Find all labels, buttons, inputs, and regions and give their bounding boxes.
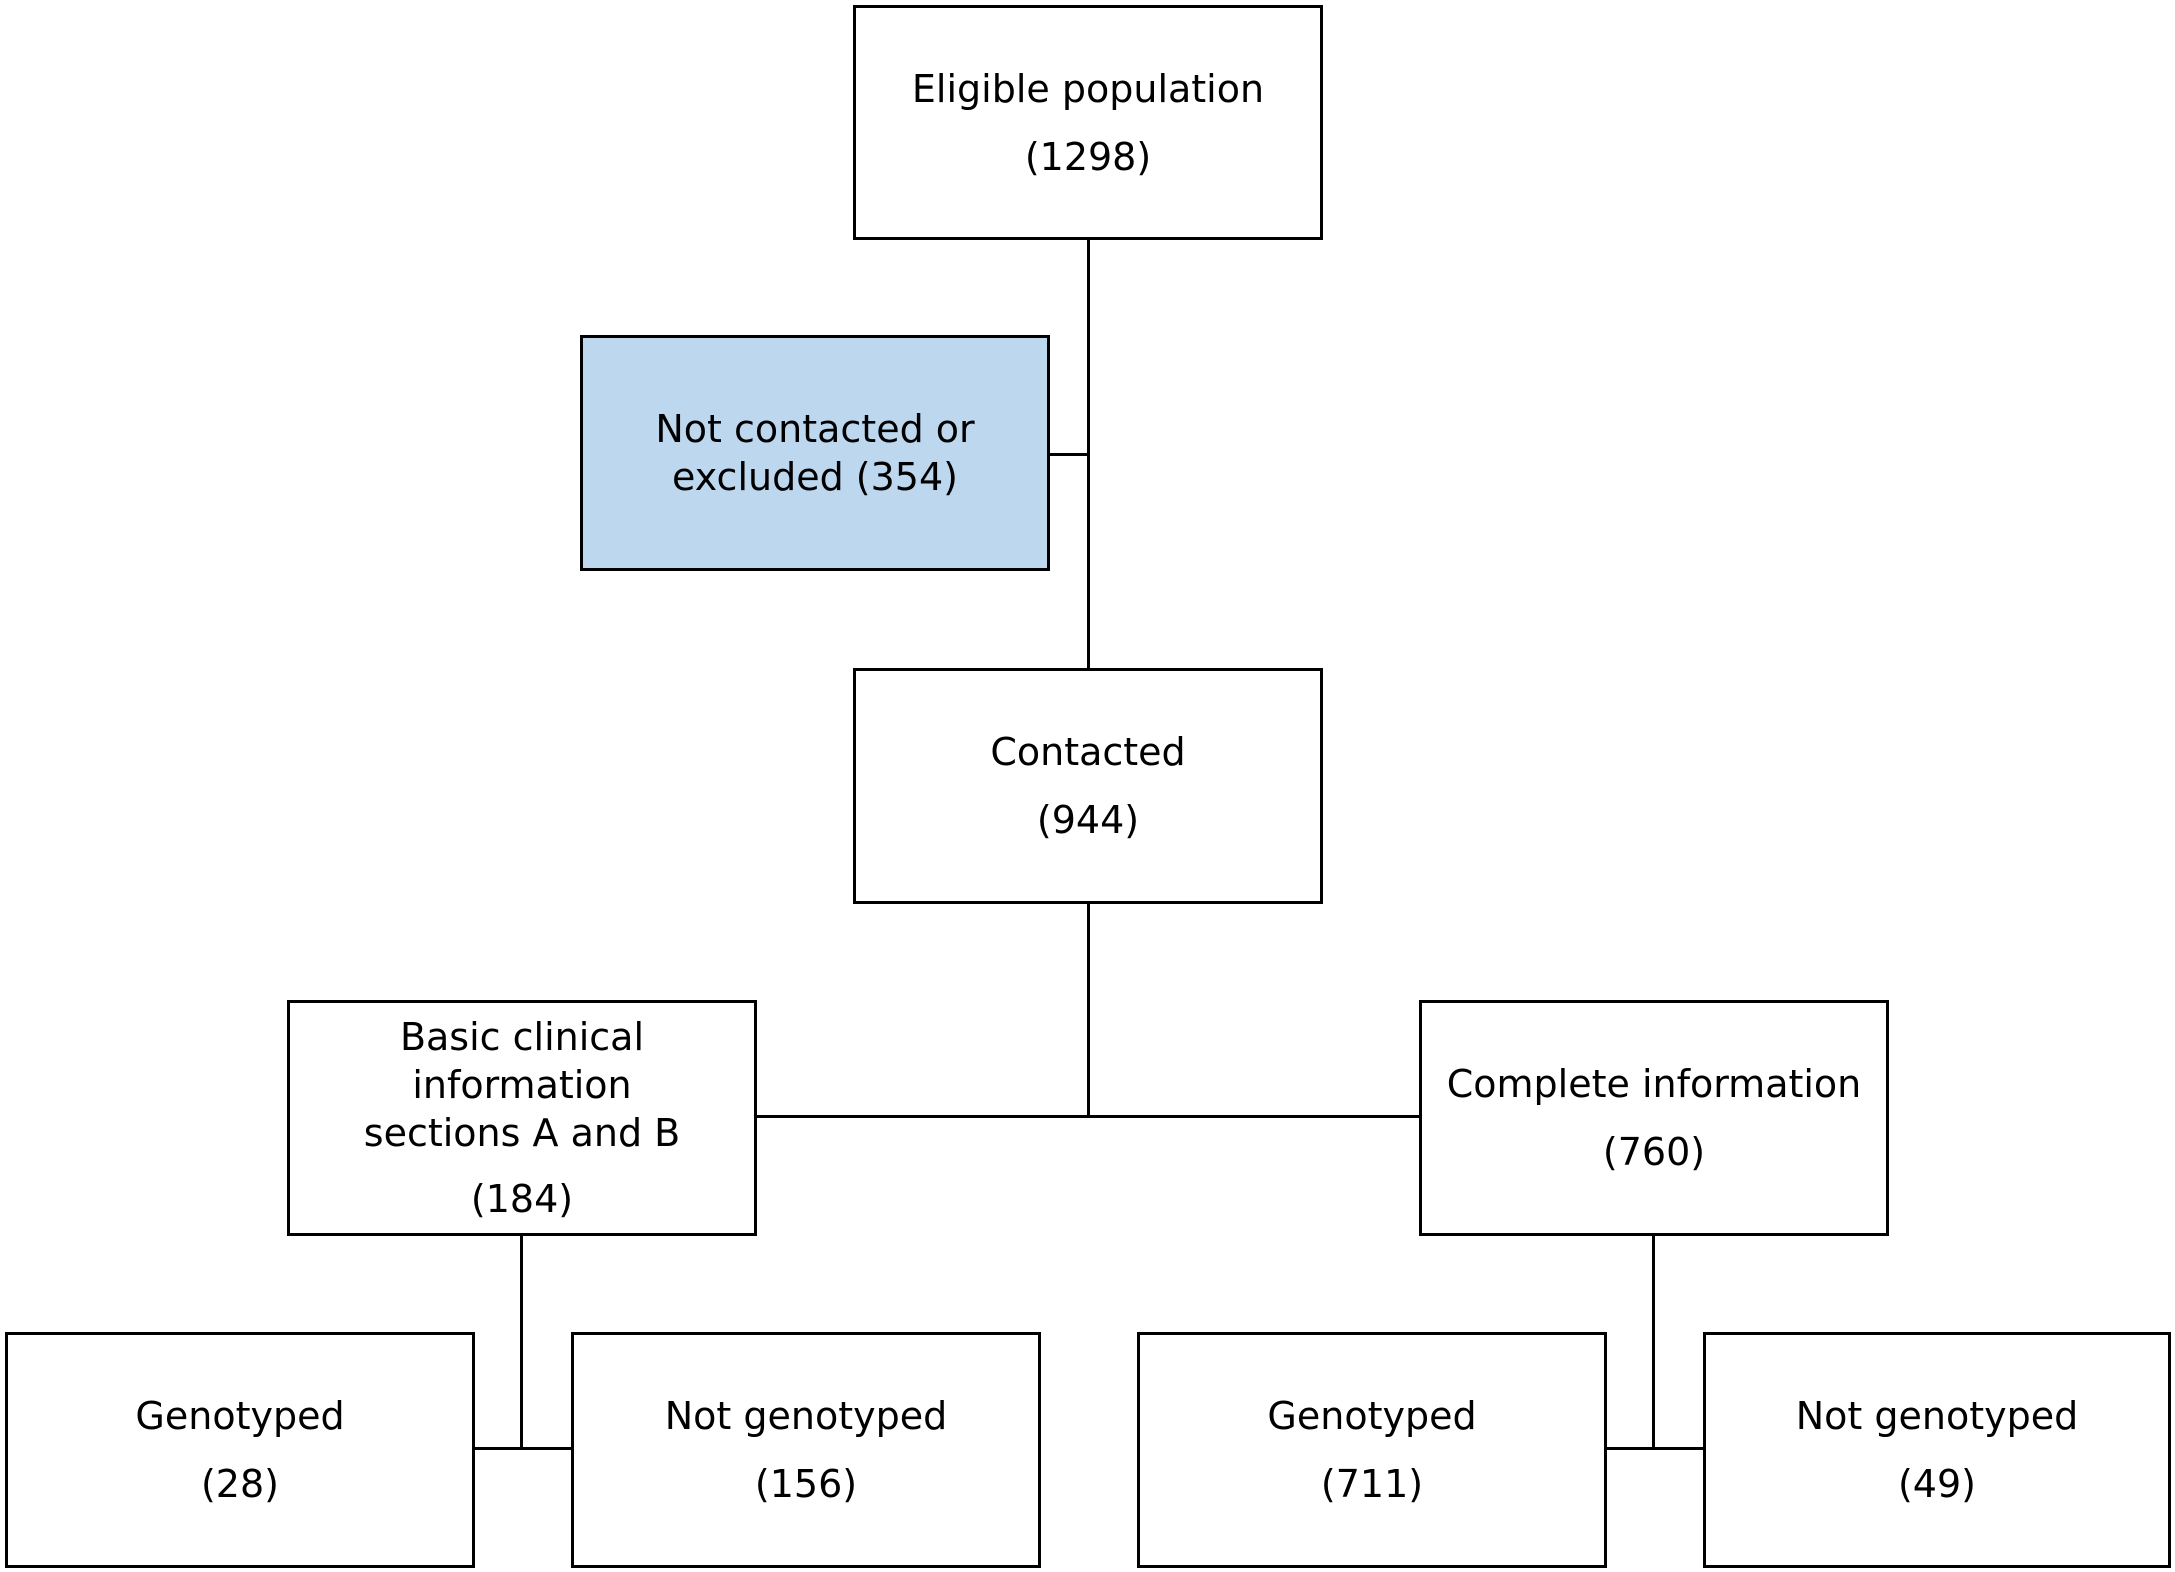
basic-genotyped-box: Genotyped (28) <box>5 1332 475 1568</box>
basic-not-genotyped-count: (156) <box>754 1462 858 1506</box>
connector-split-horizontal <box>756 1115 1421 1118</box>
complete-not-genotyped-label: Not genotyped <box>1795 1394 2079 1438</box>
connector-basic-down <box>520 1234 523 1449</box>
connector-excluded-branch <box>1049 453 1090 456</box>
complete-genotyped-label: Genotyped <box>1267 1394 1477 1438</box>
basic-clinical-info-box: Basic clinical information sections A an… <box>287 1000 757 1236</box>
complete-information-box: Complete information (760) <box>1419 1000 1889 1236</box>
basic-genotyped-label: Genotyped <box>135 1394 345 1438</box>
contacted-label: Contacted <box>990 730 1186 774</box>
eligible-population-box: Eligible population (1298) <box>853 5 1323 240</box>
complete-information-count: (760) <box>1602 1130 1706 1174</box>
complete-genotyped-box: Genotyped (711) <box>1137 1332 1607 1568</box>
complete-information-label: Complete information <box>1446 1062 1862 1106</box>
contacted-count: (944) <box>1036 798 1140 842</box>
basic-clinical-info-label-line2: sections A and B <box>363 1111 681 1155</box>
complete-not-genotyped-box: Not genotyped (49) <box>1703 1332 2171 1568</box>
basic-not-genotyped-box: Not genotyped (156) <box>571 1332 1041 1568</box>
basic-not-genotyped-label: Not genotyped <box>664 1394 948 1438</box>
complete-not-genotyped-count: (49) <box>1897 1462 1976 1506</box>
connector-complete-down <box>1652 1234 1655 1449</box>
excluded-box: Not contacted or excluded (354) <box>580 335 1050 571</box>
basic-clinical-info-count: (184) <box>470 1177 574 1221</box>
contacted-box: Contacted (944) <box>853 668 1323 904</box>
eligible-population-label: Eligible population <box>911 66 1265 111</box>
complete-genotyped-count: (711) <box>1320 1462 1424 1506</box>
eligible-population-count: (1298) <box>1024 134 1152 179</box>
excluded-label-line1: Not contacted or <box>655 407 975 451</box>
connector-basic-genotype-branch <box>473 1447 574 1450</box>
basic-genotyped-count: (28) <box>200 1462 279 1506</box>
basic-clinical-info-label-line1: Basic clinical information <box>399 1015 645 1107</box>
connector-contacted-down <box>1087 903 1090 1118</box>
excluded-label-line2: excluded (354) <box>672 455 958 499</box>
connector-complete-genotype-branch <box>1605 1447 1706 1450</box>
